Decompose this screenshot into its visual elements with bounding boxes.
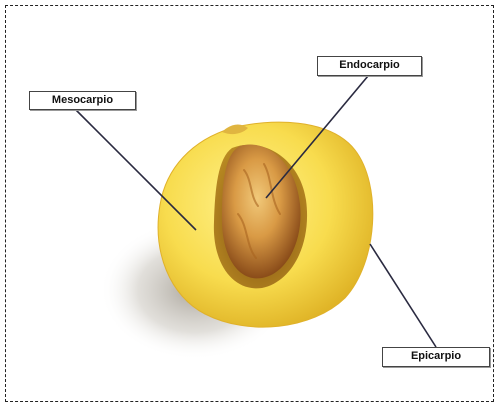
label-epicarpio: Epicarpio (382, 347, 490, 367)
label-endocarpio: Endocarpio (317, 56, 422, 76)
label-mesocarpio: Mesocarpio (29, 91, 136, 110)
leader-line-epicarpio (370, 244, 436, 347)
